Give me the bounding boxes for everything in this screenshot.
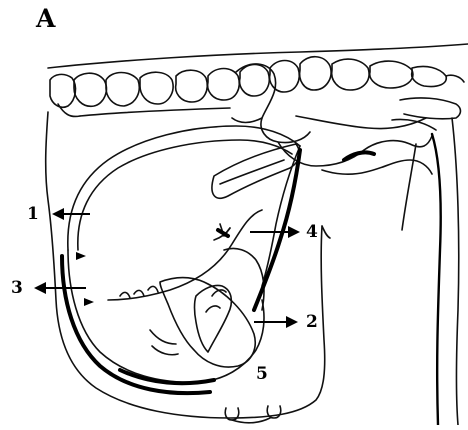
callout-label-5: 5	[256, 366, 268, 383]
callout-label-3: 3	[11, 280, 23, 297]
abdominal-wall	[46, 112, 330, 423]
callout-label-1: 1	[27, 206, 39, 223]
panel-label: A	[36, 4, 55, 33]
uterus-organ	[62, 126, 300, 393]
vertebral-column	[50, 57, 464, 117]
callout-label-4: 4	[306, 224, 318, 241]
callout-label-2: 2	[306, 314, 318, 331]
wall-markers	[76, 252, 94, 306]
